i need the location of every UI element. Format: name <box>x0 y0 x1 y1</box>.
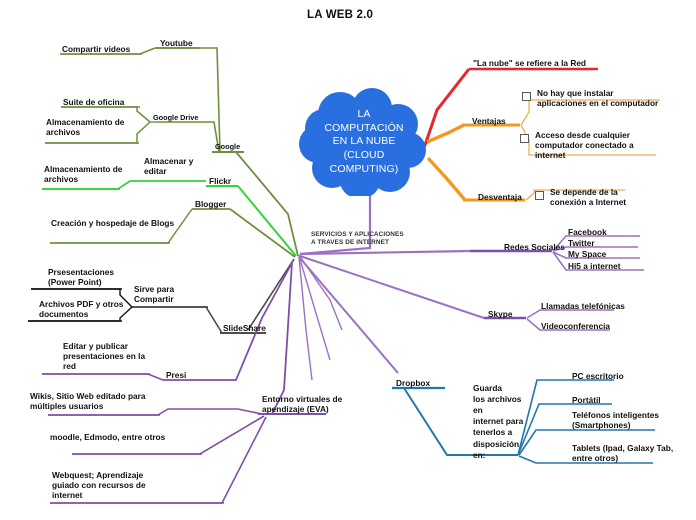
node-presentaciones-powerpoint[interactable]: Prsesentaciones (Power Point) <box>48 267 114 287</box>
node-dropbox-note: Guarda los archivos en internet para ten… <box>473 383 523 461</box>
edge-hub-redes <box>299 249 471 256</box>
node-portatil[interactable]: Portátil <box>572 395 601 405</box>
cloud-line-5: COMPUTING) <box>329 162 399 175</box>
edge-hub-presi <box>196 260 294 381</box>
edge-google-drive <box>156 121 220 153</box>
node-my-space[interactable]: My Space <box>568 249 607 259</box>
node-facebook[interactable]: Facebook <box>568 227 607 237</box>
node-skype[interactable]: Skype <box>488 309 513 319</box>
node-pc-escritorio[interactable]: PC escritorio <box>572 371 624 381</box>
node-desventaja-1-label: Se depende de la conexión a Internet <box>550 187 627 207</box>
node-la-nube[interactable]: "La nube" se refiere a la Red <box>473 58 587 68</box>
dropbox-note-line-6: disposición <box>473 438 520 449</box>
node-slideshare[interactable]: SlideShare <box>223 323 266 333</box>
node-tablets[interactable]: Tablets (Ipad, Galaxy Tab, entre otros) <box>572 443 674 463</box>
edge-hub-eva <box>271 261 293 415</box>
node-google[interactable]: Google <box>215 142 241 151</box>
node-ventaja-2[interactable]: Acceso desde cualquier computador conect… <box>520 130 654 160</box>
node-presi[interactable]: Presi <box>166 370 187 380</box>
node-youtube[interactable]: Youtube <box>160 38 193 48</box>
node-hi5[interactable]: Hi5 a internet <box>568 261 621 271</box>
hub-spokes <box>298 254 343 381</box>
checkbox-icon[interactable] <box>535 191 544 200</box>
edge-google-youtube <box>155 47 221 153</box>
node-almacenamiento-archivos-flickr[interactable]: Almacenamiento de archivos <box>44 164 123 184</box>
node-almacenar-editar[interactable]: Almacenar y editar <box>144 156 194 176</box>
node-google-drive[interactable]: Google Drive <box>153 113 199 122</box>
edge-hub-slideshare <box>247 258 295 331</box>
node-redes-sociales[interactable]: Redes Sociales <box>504 242 565 252</box>
node-desventaja-1[interactable]: Se depende de la conexión a Internet <box>535 187 627 208</box>
node-videoconferencia[interactable]: Videoconferencia <box>541 321 611 331</box>
node-editar-publicar-presentaciones[interactable]: Editar y publicar presentaciones en la r… <box>63 341 146 371</box>
cloud-line-1: LA <box>357 108 371 120</box>
page-title: LA WEB 2.0 <box>307 9 374 21</box>
cloud-line-3: EN LA NUBE <box>332 135 396 148</box>
node-suite-oficina[interactable]: Suite de oficina <box>63 97 125 107</box>
edge-hub-skype <box>299 255 485 319</box>
cloud-line-4: (CLOUD <box>343 148 385 161</box>
node-ventaja-1-label: No hay que instalar aplicaciones en el c… <box>537 88 659 108</box>
node-ventaja-1[interactable]: No hay que instalar aplicaciones en el c… <box>522 88 660 109</box>
node-almacenamiento-archivos-drive[interactable]: Almacenamiento de archivos <box>46 117 125 137</box>
edge-cloud-desventaja <box>426 156 467 202</box>
node-eva[interactable]: Entorno virtuales de apendizaje (EVA) <box>262 394 343 414</box>
node-llamadas-telefonicas[interactable]: Llamadas telefónicas <box>541 301 625 311</box>
edge-slideshare-sirve <box>132 306 223 334</box>
edge-presi-editar <box>42 373 164 381</box>
node-ventajas[interactable]: Ventajas <box>472 116 506 126</box>
node-wikis[interactable]: Wikis, Sitio Web editado para múltiples … <box>30 391 146 411</box>
edge-hub-google <box>235 151 299 257</box>
node-desventaja[interactable]: Desventaja <box>478 192 522 202</box>
node-telefonos-inteligentes[interactable]: Teléfonos inteligentes (Smartphones) <box>572 410 659 430</box>
dropbox-note-line-3: en <box>473 405 483 416</box>
checkbox-icon[interactable] <box>522 92 531 101</box>
node-ventaja-2-label: Acceso desde cualquier computador conect… <box>535 130 634 160</box>
node-blogger[interactable]: Blogger <box>195 199 227 209</box>
node-sirve-para-compartir[interactable]: Sirve para Compartir <box>134 284 175 304</box>
node-compartir-videos[interactable]: Compartir videos <box>62 44 131 54</box>
node-archivos-pdf[interactable]: Archivos PDF y otros documentos <box>39 299 124 319</box>
dropbox-note-line-1: Guarda <box>473 383 503 393</box>
dropbox-note-line-4: internet para <box>473 416 524 427</box>
hub-label: SERVICIOS Y APLICACIONES A TRAVES DE INT… <box>311 231 404 246</box>
central-cloud-shape <box>299 88 426 196</box>
dropbox-note-line-5: tenerlos a <box>473 427 513 438</box>
node-creacion-hospedaje-blogs[interactable]: Creación y hospedaje de Blogs <box>51 218 175 228</box>
edge-hub-dropbox <box>299 257 399 374</box>
checkbox-icon[interactable] <box>520 134 529 143</box>
edge-hub-flickr <box>237 185 297 257</box>
edge-hub-blogger <box>229 208 296 258</box>
edge-cloud-ventajas <box>426 123 465 144</box>
node-webquest[interactable]: Webquest; Aprendizaje guiado con recurso… <box>52 470 146 500</box>
node-moodle-edmodo[interactable]: moodle, Edmodo, entre otros <box>50 432 166 442</box>
hub-label-line-1: SERVICIOS Y APLICACIONES <box>311 231 404 238</box>
node-twitter[interactable]: Twitter <box>568 238 595 248</box>
hub-label-line-2: A TRAVES DE INTERNET <box>311 238 389 246</box>
dropbox-note-line-2: los archivos <box>473 394 522 405</box>
dropbox-note-line-7: en: <box>473 449 486 460</box>
central-node-label: LA COMPUTACIÓN EN LA NUBE (CLOUD COMPUTI… <box>296 108 432 176</box>
node-flickr[interactable]: Flickr <box>209 176 232 186</box>
node-dropbox[interactable]: Dropbox <box>396 378 431 388</box>
cloud-line-2: COMPUTACIÓN <box>324 121 404 134</box>
